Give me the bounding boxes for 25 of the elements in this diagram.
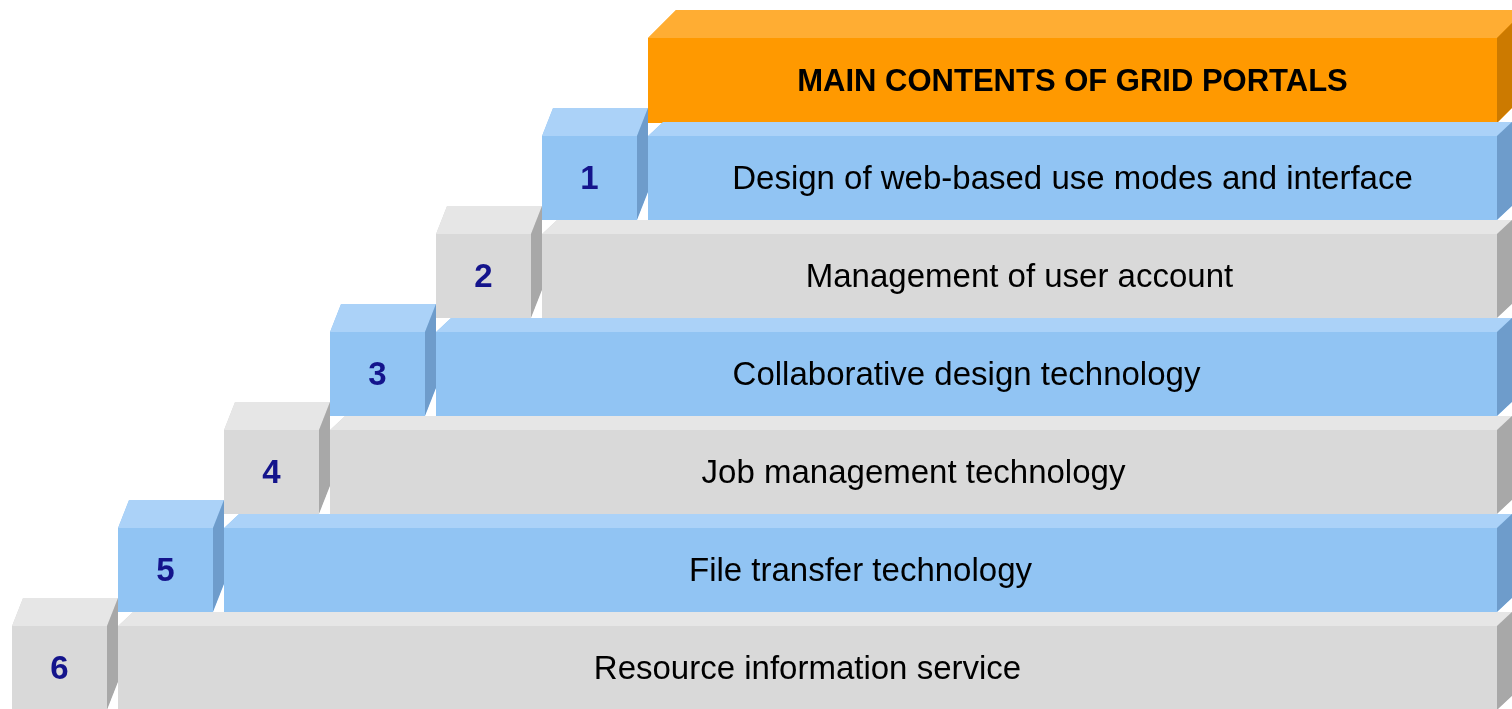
step-bar [436, 318, 1512, 416]
step-number: 4 [262, 453, 281, 491]
step-bar [118, 612, 1512, 709]
step-label: Design of web-based use modes and interface [732, 159, 1413, 197]
step-bar [224, 514, 1512, 612]
step-number-block [330, 304, 436, 416]
step-bar [542, 220, 1512, 318]
step-number: 2 [474, 257, 493, 295]
step-number-block [118, 500, 224, 612]
step-label: File transfer technology [689, 551, 1032, 589]
step-number-block [12, 598, 118, 709]
step-number: 1 [580, 159, 599, 197]
step-number: 5 [156, 551, 175, 589]
step-number-block [542, 108, 648, 220]
header-title: MAIN CONTENTS OF GRID PORTALS [797, 62, 1348, 99]
step-bar [648, 122, 1512, 220]
step-number: 6 [50, 649, 69, 687]
step-label: Job management technology [701, 453, 1126, 491]
step-label: Collaborative design technology [732, 355, 1201, 393]
step-label: Resource information service [593, 649, 1022, 687]
step-bar [330, 416, 1512, 514]
step-number-block [436, 206, 542, 318]
step-label: Management of user account [805, 257, 1234, 295]
step-number: 3 [368, 355, 387, 393]
step-number-block [224, 402, 330, 514]
